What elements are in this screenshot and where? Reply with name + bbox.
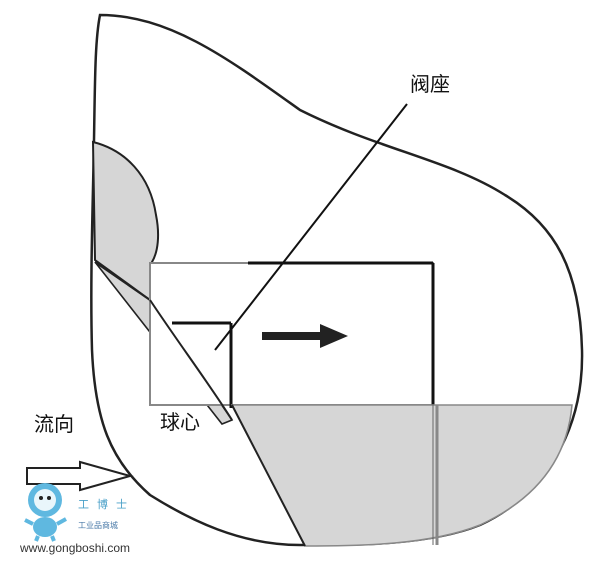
watermark-mascot-icon	[24, 483, 67, 542]
ball-motion-arrow-icon	[262, 324, 348, 348]
watermark-tagline: 工业品商城	[78, 521, 118, 530]
valve-seat-label: 阀座	[410, 72, 450, 96]
upper-seat-shaded-region	[91, 140, 160, 302]
flow-direction-arrow-icon	[26, 460, 134, 492]
valve-seat-leader-line	[214, 103, 408, 351]
lower-shaded-region	[230, 404, 573, 547]
flow-direction-label: 流向	[34, 412, 74, 436]
watermark-url: www.gongboshi.com	[20, 541, 131, 555]
ball-center-label: 球心	[160, 410, 200, 434]
watermark-brand-name: 工博士	[78, 498, 135, 511]
